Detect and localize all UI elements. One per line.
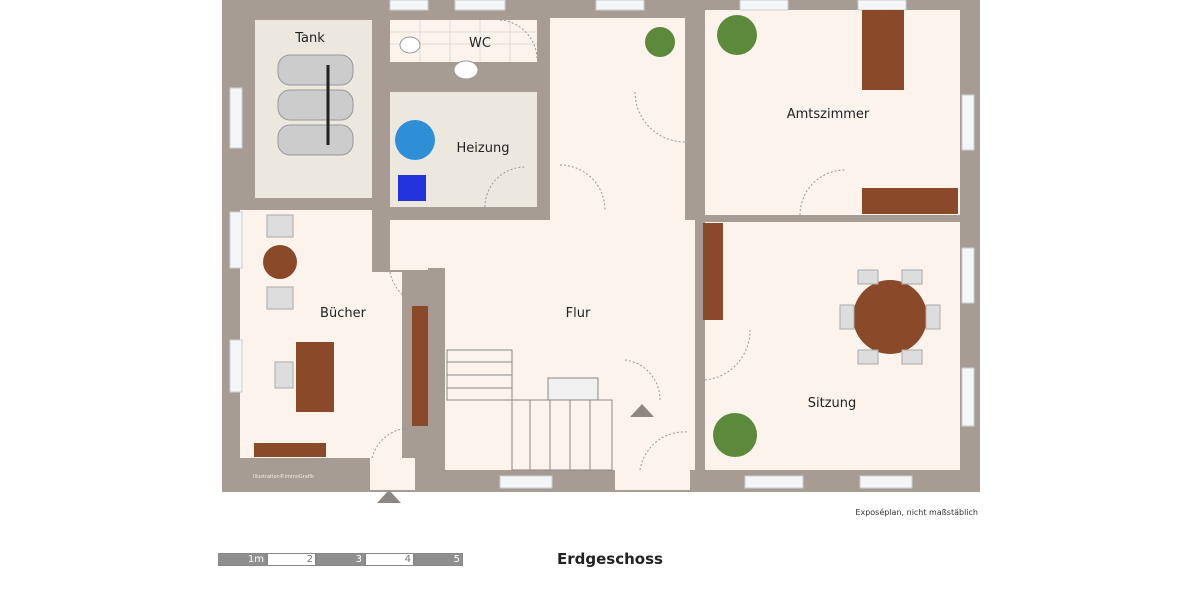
scale-segment: 4 (365, 553, 414, 566)
label-heizung: Heizung (457, 141, 510, 156)
round-table-buecher (263, 245, 297, 279)
scale-segment: 1m (218, 553, 267, 566)
chairs (266, 214, 941, 389)
plants (645, 15, 757, 457)
label-flur: Flur (566, 306, 591, 321)
cabinet-sitzung (703, 223, 723, 320)
label-wc: WC (469, 36, 491, 51)
oil-tanks (277, 54, 354, 156)
desk-buecher (296, 342, 334, 412)
room-buecher (240, 210, 372, 458)
floor-title: Erdgeschoss (557, 550, 663, 568)
sink (453, 60, 479, 80)
entrance-arrow-icon (630, 404, 654, 417)
scale-segment: 3 (316, 553, 365, 566)
plan-note: Exposéplan, nicht maßstäblich (855, 508, 978, 517)
scale-segment: 5 (414, 553, 463, 566)
scale-segment: 2 (267, 553, 316, 566)
shelf-buecher (254, 443, 326, 457)
sideboard (862, 188, 958, 214)
staircase (446, 349, 613, 471)
windows (229, 0, 975, 489)
label-amtszimmer: Amtszimmer (787, 107, 870, 122)
doors (371, 19, 846, 471)
label-tank: Tank (294, 31, 325, 46)
entrance-side (370, 458, 415, 490)
heating-unit (398, 175, 426, 201)
label-sitzung: Sitzung (808, 396, 857, 411)
entrance-arrow-icon (377, 490, 401, 503)
label-buecher: Bücher (320, 306, 367, 321)
scale-bar: 1m 2 3 4 5 (218, 553, 463, 566)
desk-amtszimmer (862, 10, 904, 90)
boiler (395, 120, 435, 160)
meeting-table (853, 280, 927, 354)
shelf-flur (412, 306, 428, 426)
credit: Illustration©immoGrafik (253, 473, 314, 480)
toilet (399, 36, 421, 54)
